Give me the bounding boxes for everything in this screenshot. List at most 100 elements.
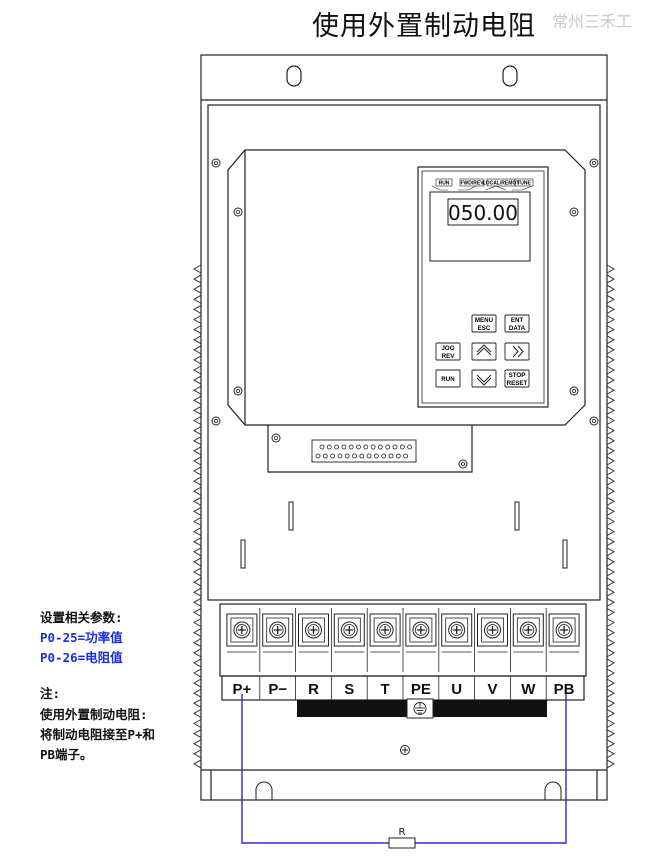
terminal-screw [548,613,580,653]
bottom-feet [255,781,562,800]
chevron-up-icon [476,347,492,356]
chevron-down-icon [476,374,492,383]
led-localremote-label: LOCAL/REMOT [483,181,520,187]
terminal-label: V [487,681,497,698]
screw-icon [211,158,221,168]
param-power: P0-25=功率值 [40,630,123,645]
control-pin [315,453,321,459]
screw-icon [233,386,243,396]
terminal-screw [477,613,508,653]
ent-data-key[interactable] [504,314,530,333]
control-pin [407,444,413,450]
control-pin [322,453,328,459]
menu-key-label: MENU [475,317,494,324]
param-resistance: P0-26=电阻值 [40,650,123,665]
led-fwdrev-label: FWD/REV [460,181,484,187]
control-pin [334,444,340,450]
double-chevron-right-icon [512,345,519,358]
control-pin [370,444,376,450]
rev-key-label: REV [442,353,456,360]
control-pin [395,453,401,459]
control-pin [399,444,405,450]
resistor-symbol [388,837,416,849]
terminal-screw [298,613,329,653]
terminal-screw [262,613,294,653]
terminal-label: W [521,681,536,698]
control-pin [403,453,409,459]
braking-resistor-circuit: R [241,694,567,849]
terminal-label: S [344,681,354,698]
control-pin [385,444,391,450]
terminal-screw [369,613,401,653]
control-pin [388,453,394,459]
terminal-screw [333,613,365,653]
led-tune-label: TUNE [517,181,531,187]
mount-holes [286,65,518,87]
heat-sink-fins [192,264,616,769]
control-pin [359,453,365,459]
control-pin [326,444,332,450]
terminal-screw [226,613,258,653]
menu-esc-key[interactable] [471,314,497,333]
watermark: 常州三禾工 [552,12,633,31]
note-line-2: 将制动电阻接至P+和 [40,727,156,742]
esc-key-label: ESC [478,325,491,332]
stop-reset-key[interactable] [504,369,530,388]
note-heading: 注: [40,686,61,701]
ground-icon [413,702,427,715]
page-title: 使用外置制动电阻 [312,11,536,42]
control-pin [363,444,369,450]
control-pin [356,444,361,450]
screw-icon [233,207,243,217]
wire-pb [415,694,567,844]
control-terminal-board [267,425,473,473]
data-key-label: DATA [509,325,526,332]
screw-icon [569,386,579,396]
shift-key[interactable] [504,342,530,361]
screw-icon [271,433,281,443]
screw-icon [589,416,599,426]
screw-icon [211,416,221,426]
control-pin [344,453,350,459]
reset-key-label: RESET [507,380,528,387]
control-pin [381,453,387,459]
control-pin [330,453,336,459]
params-heading: 设置相关参数: [40,610,123,625]
note-line-1: 使用外置制动电阻: [40,707,148,722]
control-pin [352,453,357,459]
ventilation-slots [240,501,568,569]
terminal-label: PB [554,681,575,698]
control-pin [319,444,325,450]
terminal-label: T [381,681,390,698]
cover-screws [211,158,599,469]
jog-key-label: JOG [441,345,454,352]
resistor-label: R [399,827,406,838]
terminal-screw [512,613,544,653]
operator-keypad: RUN FWD/REV LOCAL/REMOT TUNE 050.00 MENU… [417,166,549,408]
stop-key-label: STOP [509,372,526,379]
down-key[interactable] [471,369,497,388]
terminal-screw [405,613,437,653]
terminal-label: P+ [233,681,252,698]
panel-housing [227,149,586,426]
jog-rev-key[interactable] [435,342,461,361]
screw-icon [458,459,468,469]
terminal-screw [441,613,473,653]
control-pin [337,453,343,459]
run-key[interactable] [435,369,461,388]
control-pin [348,444,354,450]
control-pin [373,453,379,459]
terminal-label: U [451,681,462,698]
control-pin [392,444,398,450]
screw-icon [589,158,599,168]
wire-p-plus [241,694,389,844]
inverter-housing [200,54,608,801]
terminal-label: P− [268,681,287,698]
run-key-label: RUN [441,376,455,383]
terminal-label: PE [411,681,431,698]
bottom-screw [400,745,410,755]
ent-key-label: ENT [511,317,524,324]
up-key[interactable] [471,342,497,361]
